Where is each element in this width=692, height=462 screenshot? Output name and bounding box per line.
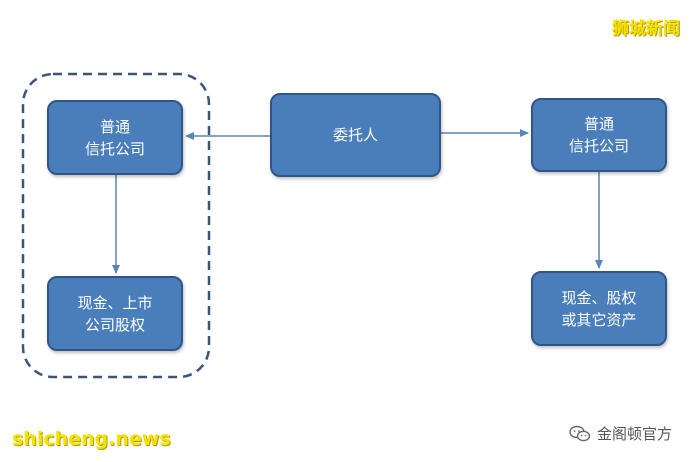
- node-assets-right: 现金、股权 或其它资产: [531, 271, 667, 346]
- node-settlor-label: 委托人: [332, 126, 378, 144]
- node-trustee-right: 普通 信托公司: [531, 98, 667, 172]
- node-trustee-left-line2: 信托公司: [84, 139, 145, 158]
- watermark-top-right: 狮城新闻: [612, 19, 680, 39]
- watermark-bottom-left: shicheng.news: [12, 428, 171, 450]
- node-assets-left-line1: 现金、上市: [77, 293, 153, 312]
- watermark-bottom-right: 金阁顿官方: [569, 423, 672, 444]
- node-trustee-left: 普通 信托公司: [47, 100, 183, 175]
- node-settlor: 委托人: [270, 93, 441, 177]
- watermark-bottom-right-text: 金阁顿官方: [596, 425, 672, 443]
- group-boundary: [21, 72, 211, 379]
- node-trustee-right-line2: 信托公司: [568, 137, 629, 155]
- node-assets-left: 现金、上市 公司股权: [47, 276, 183, 351]
- node-assets-left-line2: 公司股权: [84, 315, 145, 334]
- node-trustee-right-line1: 普通: [583, 115, 614, 133]
- wechat-icon: [569, 425, 591, 441]
- node-trustee-left-line1: 普通: [99, 117, 130, 136]
- node-assets-right-line2: 或其它资产: [561, 310, 637, 329]
- node-assets-right-line1: 现金、股权: [561, 288, 637, 307]
